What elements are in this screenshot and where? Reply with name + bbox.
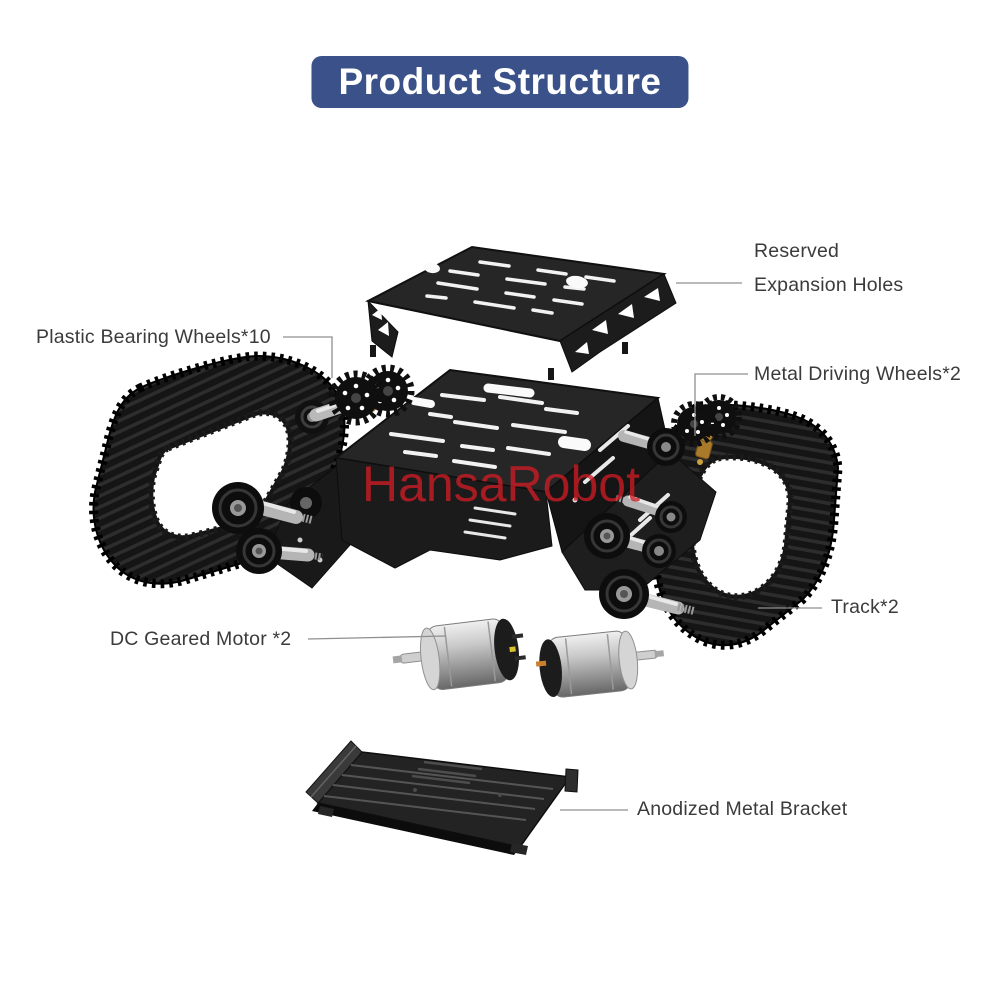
- label-plastic-bearing-wheels: Plastic Bearing Wheels*10: [36, 326, 271, 348]
- leader-line-plastic-bearing-wheels: [283, 336, 333, 378]
- label-dc-geared-motor: DC Geared Motor *2: [110, 628, 292, 650]
- leader-line-dc-geared-motor: [307, 635, 447, 640]
- top-expansion-plate-icon: [365, 245, 677, 380]
- bearing-wheel-axles-left-icon: [212, 482, 323, 574]
- plastic-bearing-wheels-icon: [295, 364, 415, 434]
- dc-motor-right-icon: [535, 630, 665, 698]
- metal-driving-wheels-icon: [618, 394, 742, 466]
- title-banner: Product Structure: [311, 56, 689, 108]
- label-reserved-line2: Expansion Holes: [754, 274, 904, 296]
- anodized-bracket-icon: [305, 740, 579, 855]
- bearing-wheel-axles-right-icon: [584, 495, 695, 619]
- label-reserved-expansion-holes: Reserved Expansion Holes: [754, 234, 903, 302]
- label-metal-driving-wheels: Metal Driving Wheels*2: [754, 363, 962, 385]
- label-reserved-line1: Reserved: [754, 240, 840, 262]
- leader-line-metal-driving-wheels: [694, 373, 748, 436]
- label-anodized-metal-bracket: Anodized Metal Bracket: [637, 798, 848, 820]
- right-track-icon: [651, 400, 843, 650]
- dc-motor-left-icon: [392, 618, 526, 691]
- watermark: HansaRobot: [362, 456, 640, 512]
- label-track: Track*2: [831, 596, 899, 618]
